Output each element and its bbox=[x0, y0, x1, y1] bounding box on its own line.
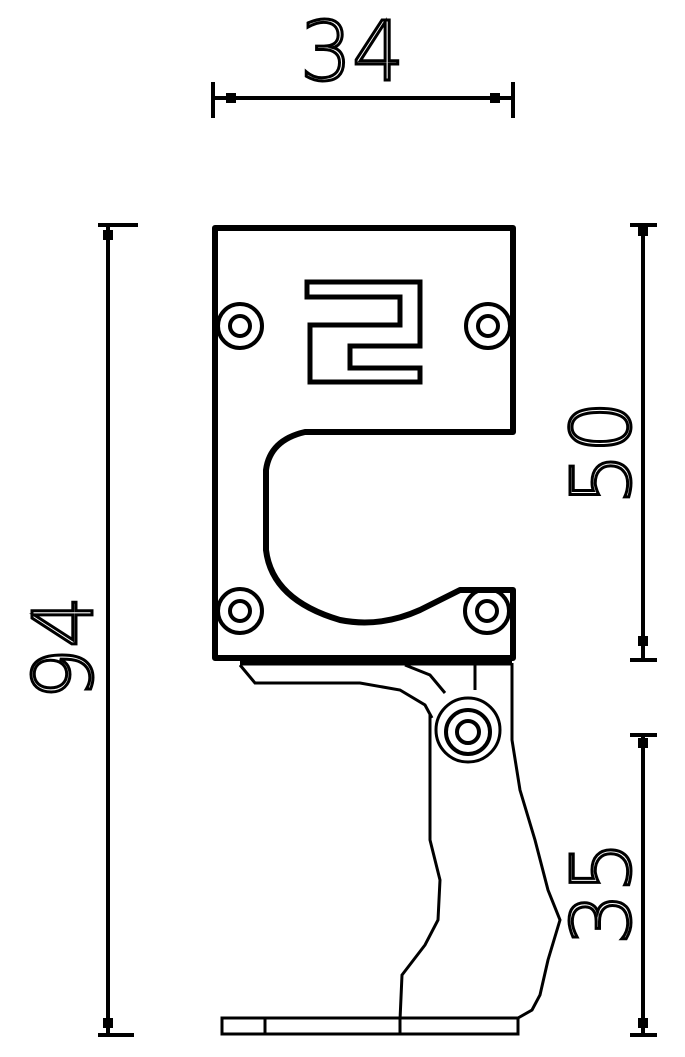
pivot-screw-icon bbox=[434, 696, 502, 764]
screw-icon bbox=[463, 587, 511, 635]
dimension-width bbox=[211, 82, 515, 118]
logo-icon bbox=[304, 279, 423, 385]
dimension-height-lower bbox=[630, 733, 657, 1037]
dimension-height-upper bbox=[630, 223, 657, 662]
bracket-arm bbox=[220, 663, 562, 1036]
dimension-label-height-total: 94 bbox=[17, 596, 112, 700]
dimension-label-height-upper: 50 bbox=[555, 401, 650, 505]
dimension-height-total bbox=[98, 223, 138, 1037]
screw-icon bbox=[216, 302, 264, 350]
dimension-label-width: 34 bbox=[300, 5, 404, 100]
bracket-plate bbox=[212, 225, 516, 666]
screw-icon bbox=[216, 587, 264, 635]
dimension-label-height-lower: 35 bbox=[555, 841, 650, 945]
screw-icon bbox=[464, 302, 512, 350]
